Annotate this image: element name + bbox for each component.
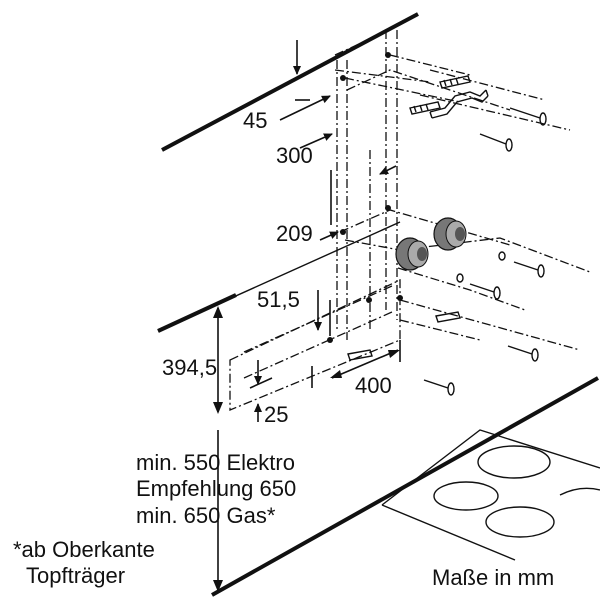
wall-plug-icon (439, 75, 471, 89)
dim-25-label: 25 (264, 402, 288, 427)
dimension-209: 209 (276, 170, 339, 246)
dim-45-label: 45 (243, 108, 267, 133)
note-gas: min. 650 Gas* (136, 503, 276, 528)
dim-400-label: 400 (355, 373, 392, 398)
fixing-outline (397, 267, 581, 351)
footnote-line-1: *ab Oberkante (13, 537, 155, 562)
hood-outline (229, 278, 401, 411)
screw-icon (498, 251, 545, 278)
screw-icon (509, 107, 547, 126)
dimension-51-5: 51,5 (257, 287, 331, 336)
hood-outline (399, 319, 481, 341)
dimension-25: 25 (249, 360, 288, 427)
mounting-bracket-icon (429, 89, 489, 119)
cooktop-front-line (211, 376, 599, 597)
note-elektro: min. 550 Elektro (136, 450, 295, 475)
screw-icon (479, 133, 513, 152)
screw-icon (507, 345, 539, 362)
fixing-point (327, 52, 403, 343)
dimension-300: 300 (276, 133, 397, 175)
dim-51-5-label: 51,5 (257, 287, 300, 312)
cooktop-burner (433, 481, 499, 511)
ceiling-line (161, 12, 419, 152)
screw-icon (423, 379, 455, 396)
dim-300-label: 300 (276, 143, 313, 168)
cooktop-burner (485, 506, 555, 538)
bracket-outline (334, 29, 571, 131)
screw-icon (456, 273, 501, 300)
footnote-line-2: Topfträger (26, 563, 126, 588)
fixing-knob-icon (395, 237, 429, 271)
fixing-knob-icon (433, 217, 467, 251)
units-label: Maße in mm (432, 565, 554, 590)
wall-plug-icon (409, 101, 441, 115)
dimension-394-5: 394,5 (162, 306, 223, 414)
wall-plug-icon (347, 349, 373, 361)
dimension-45: 45 (243, 40, 331, 133)
cooktop (381, 429, 600, 561)
cooktop-burner (477, 445, 551, 479)
dimension-400: 400 (311, 340, 401, 398)
dim-209-label: 209 (276, 221, 313, 246)
wall-plug-icon (435, 311, 461, 323)
wall-line (157, 221, 401, 332)
dim-394-5-label: 394,5 (162, 355, 217, 380)
bracket-outline (346, 69, 511, 111)
note-empfehlung: Empfehlung 650 (136, 476, 297, 501)
